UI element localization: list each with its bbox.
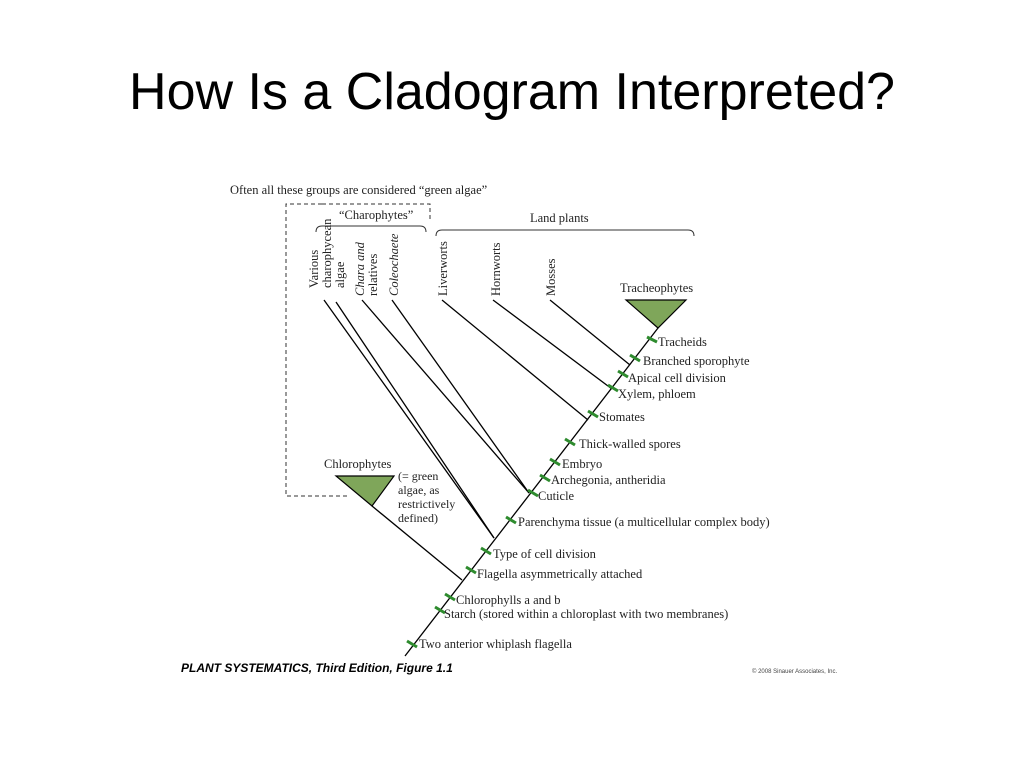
character-embryo: Embryo [549,457,602,471]
svg-text:Two anterior whiplash flagella: Two anterior whiplash flagella [419,637,572,651]
svg-text:charophycean: charophycean [320,218,334,288]
svg-text:Parenchyma tissue (a multicell: Parenchyma tissue (a multicellular compl… [518,515,770,529]
svg-text:algae, as: algae, as [398,483,440,497]
svg-text:Cuticle: Cuticle [538,489,575,503]
character-stomates: Stomates [587,409,645,424]
taxon-chlorophytes: Chlorophytes [324,457,391,471]
svg-text:Liverworts: Liverworts [436,241,450,296]
branch-various-2 [335,301,495,539]
slide-title: How Is a Cladogram Interpreted? [129,63,895,121]
charophytes-brace [315,225,427,233]
character-tracheids: Tracheids [646,335,707,349]
land-plants-brace [435,229,695,237]
character-branched-sporophyte: Branched sporophyte [629,353,750,368]
chlorophytes-triangle [334,475,396,507]
character-starch: Starch (stored within a chloroplast with… [434,605,728,621]
character-parenchyma: Parenchyma tissue (a multicellular compl… [505,515,770,529]
svg-text:defined): defined) [398,511,438,525]
character-type-cell-division: Type of cell division [480,546,597,561]
branch-chlorophytes [371,505,463,581]
taxon-various-charophycean: Various charophycean algae [307,218,347,288]
svg-text:Coleochaete: Coleochaete [387,233,401,296]
taxon-tracheophytes: Tracheophytes [620,281,693,295]
copyright-notice: © 2008 Sinauer Associates, Inc. [752,668,837,675]
character-thick-walled-spores: Thick-walled spores [564,437,681,451]
green-algae-dashed-box [285,203,431,497]
svg-text:relatives: relatives [366,254,380,296]
character-two-anterior-flagella: Two anterior whiplash flagella [406,637,572,651]
branch-various [323,299,495,539]
taxon-liverworts: Liverworts [436,241,450,296]
branch-liverworts [441,299,589,421]
charophytes-label: “Charophytes” [339,208,413,222]
branch-hornworts [492,299,613,390]
branch-mosses [549,299,631,366]
svg-text:Thick-walled spores: Thick-walled spores [579,437,681,451]
svg-text:Hornworts: Hornworts [489,242,503,296]
svg-text:Chara and: Chara and [353,241,367,296]
svg-text:Mosses: Mosses [544,258,558,296]
svg-text:Stomates: Stomates [599,410,645,424]
svg-text:Apical cell division: Apical cell division [628,371,727,385]
svg-text:algae: algae [333,261,347,288]
svg-text:Embryo: Embryo [562,457,602,471]
character-archegonia: Archegonia, antheridia [539,473,666,487]
branch-chara [361,299,530,494]
character-cuticle: Cuticle [527,488,575,503]
svg-text:Chlorophylls a and b: Chlorophylls a and b [456,593,561,607]
branch-coleochaete [391,299,530,494]
svg-text:Various: Various [307,250,321,288]
svg-text:Flagella asymmetrically attach: Flagella asymmetrically attached [477,567,643,581]
tracheophytes-triangle [624,299,688,329]
taxon-coleochaete: Coleochaete [387,233,401,296]
taxon-hornworts: Hornworts [489,242,503,296]
character-apical-cell-division: Apical cell division [617,369,727,385]
svg-text:Branched sporophyte: Branched sporophyte [643,354,750,368]
character-flagella-asymmetric: Flagella asymmetrically attached [465,565,643,581]
svg-text:Archegonia, antheridia: Archegonia, antheridia [551,473,666,487]
character-chlorophylls: Chlorophylls a and b [444,592,561,607]
character-xylem-phloem: Xylem, phloem [607,383,696,401]
svg-text:(= green: (= green [398,469,438,483]
land-plants-label: Land plants [530,211,589,225]
svg-text:Type of cell division: Type of cell division [493,547,597,561]
chlorophytes-note: (= green algae, as restrictively defined… [398,469,455,525]
svg-text:restrictively: restrictively [398,497,455,511]
svg-text:Xylem, phloem: Xylem, phloem [618,387,696,401]
taxon-chara-relatives: Chara and relatives [353,241,380,296]
svg-text:Tracheids: Tracheids [658,335,707,349]
figure-caption: PLANT SYSTEMATICS, Third Edition, Figure… [181,661,453,675]
taxon-mosses: Mosses [544,258,558,296]
green-algae-header: Often all these groups are considered “g… [230,183,487,197]
svg-text:Starch (stored within a chloro: Starch (stored within a chloroplast with… [444,607,728,621]
